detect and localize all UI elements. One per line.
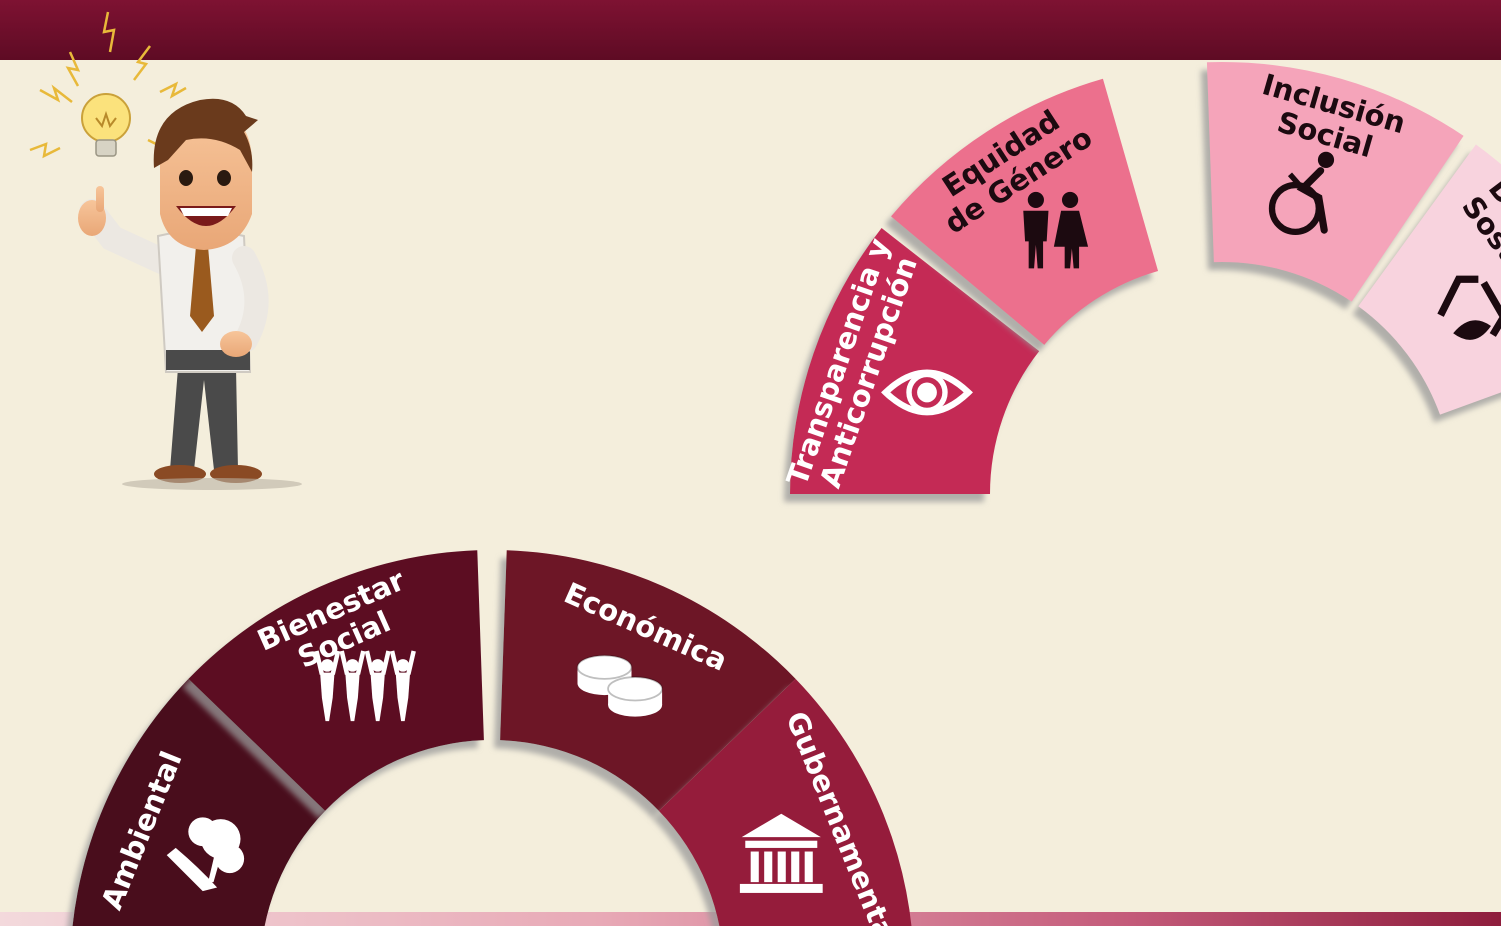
segment-shape [1206, 62, 1464, 302]
people-raising-hands-icon [314, 650, 416, 722]
businessman-idea-icon [29, 11, 302, 490]
man-woman-icon [1023, 191, 1089, 269]
segment-shape [188, 550, 484, 811]
segment-ambiental: Ambiental [72, 678, 326, 926]
segment-shape [1358, 144, 1501, 415]
segment-desarrollo-sostenible: DesarrolloSostenible [1358, 144, 1501, 415]
eye-icon [881, 369, 973, 416]
segment-shape [790, 228, 1040, 494]
wheelchair-icon [1268, 151, 1335, 236]
segment-shape [658, 678, 912, 926]
segment-inclusion-social: InclusiónSocial [1206, 62, 1464, 302]
coins-icon [576, 654, 664, 717]
hand-tree-icon [166, 817, 245, 892]
segment-bienestar-social: BienestarSocial [188, 550, 484, 811]
header-bar [0, 0, 1501, 60]
segment-economica: Económica [500, 550, 796, 811]
segment-shape [72, 678, 326, 926]
lightbulb-icon [81, 93, 131, 157]
recycle-leaf-icon [1437, 275, 1501, 340]
government-building-icon [739, 813, 823, 893]
